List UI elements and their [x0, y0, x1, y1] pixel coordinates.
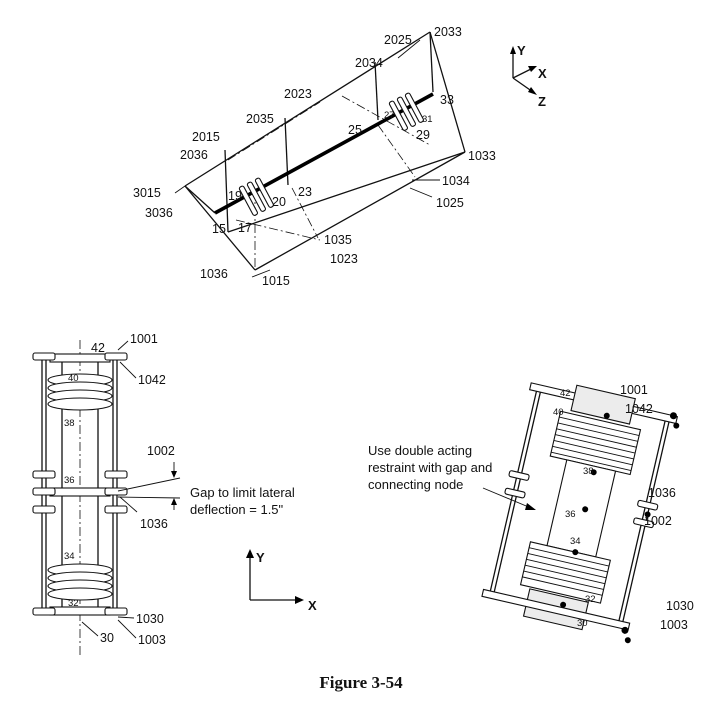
front-label-1042: 1042 — [138, 373, 166, 387]
detail-label-32: 32 — [585, 594, 596, 605]
detail-view: 42 1001 40 1042 38 36 1036 1002 34 32 10… — [368, 382, 694, 644]
figure-caption: Figure 3-54 — [319, 673, 403, 692]
detail-label-1030: 1030 — [666, 599, 694, 613]
gap-note-line2: deflection = 1.5" — [190, 502, 284, 517]
front-label-36: 36 — [64, 475, 75, 486]
front-label-38: 38 — [64, 418, 75, 429]
detail-label-1036: 1036 — [648, 486, 676, 500]
expansion-joint-right — [388, 92, 425, 131]
label-1036: 1036 — [200, 267, 228, 281]
label-3036: 3036 — [145, 206, 173, 220]
label-2015: 2015 — [192, 130, 220, 144]
detail-label-1001: 1001 — [620, 383, 648, 397]
label-2036: 2036 — [180, 148, 208, 162]
iso-axis-triad: Y X Z — [510, 43, 547, 109]
label-29: 29 — [416, 128, 430, 142]
label-33: 33 — [440, 93, 454, 107]
detail-label-1003: 1003 — [660, 618, 688, 632]
restraint-note-line3: connecting node — [368, 477, 463, 492]
front-axis-y: Y — [256, 550, 265, 565]
label-15: 15 — [212, 222, 226, 236]
front-axis-x: X — [308, 598, 317, 613]
detail-label-36: 36 — [565, 509, 576, 520]
front-label-1003: 1003 — [138, 633, 166, 647]
restraint-note-line1: Use double acting — [368, 443, 472, 458]
label-2023: 2023 — [284, 87, 312, 101]
detail-label-30: 30 — [577, 618, 588, 629]
label-1033: 1033 — [468, 149, 496, 163]
label-1023: 1023 — [330, 252, 358, 266]
restraint-note-line2: restraint with gap and — [368, 460, 492, 475]
label-2033: 2033 — [434, 25, 462, 39]
front-label-1001: 1001 — [130, 332, 158, 346]
label-2034: 2034 — [355, 56, 383, 70]
detail-label-38: 38 — [583, 466, 594, 477]
detail-label-42: 42 — [560, 388, 571, 399]
label-25: 25 — [348, 123, 362, 137]
expansion-joint-left — [238, 177, 275, 216]
iso-axis-y: Y — [517, 43, 526, 58]
detail-label-40: 40 — [553, 407, 564, 418]
label-1035: 1035 — [324, 233, 352, 247]
iso-axis-x: X — [538, 66, 547, 81]
front-label-32: 32 — [68, 598, 79, 609]
gap-note-line1: Gap to limit lateral — [190, 485, 295, 500]
front-label-42: 42 — [91, 341, 105, 355]
label-17: 17 — [238, 221, 252, 235]
label-2025: 2025 — [384, 33, 412, 47]
isometric-view: 2033 2025 2034 2023 2035 2015 2036 3015 … — [133, 25, 496, 288]
front-axis-triad: Y X — [246, 549, 317, 613]
iso-axis-z: Z — [538, 94, 546, 109]
label-3015: 3015 — [133, 186, 161, 200]
label-1015: 1015 — [262, 274, 290, 288]
label-2035: 2035 — [246, 112, 274, 126]
label-1025: 1025 — [436, 196, 464, 210]
label-20: 20 — [272, 195, 286, 209]
detail-label-1042: 1042 — [625, 402, 653, 416]
detail-label-34: 34 — [570, 536, 581, 547]
label-27: 27 — [384, 110, 395, 121]
detail-label-1002: 1002 — [644, 514, 672, 528]
front-label-1036: 1036 — [140, 517, 168, 531]
front-label-40: 40 — [68, 373, 79, 384]
front-label-1002: 1002 — [147, 444, 175, 458]
label-31: 31 — [422, 114, 433, 125]
front-label-1030: 1030 — [136, 612, 164, 626]
label-19: 19 — [228, 189, 242, 203]
label-23: 23 — [298, 185, 312, 199]
front-label-30: 30 — [100, 631, 114, 645]
label-1034: 1034 — [442, 174, 470, 188]
front-view: 42 1001 1042 40 38 1002 36 1036 34 32 10… — [32, 332, 295, 655]
front-label-34: 34 — [64, 551, 75, 562]
